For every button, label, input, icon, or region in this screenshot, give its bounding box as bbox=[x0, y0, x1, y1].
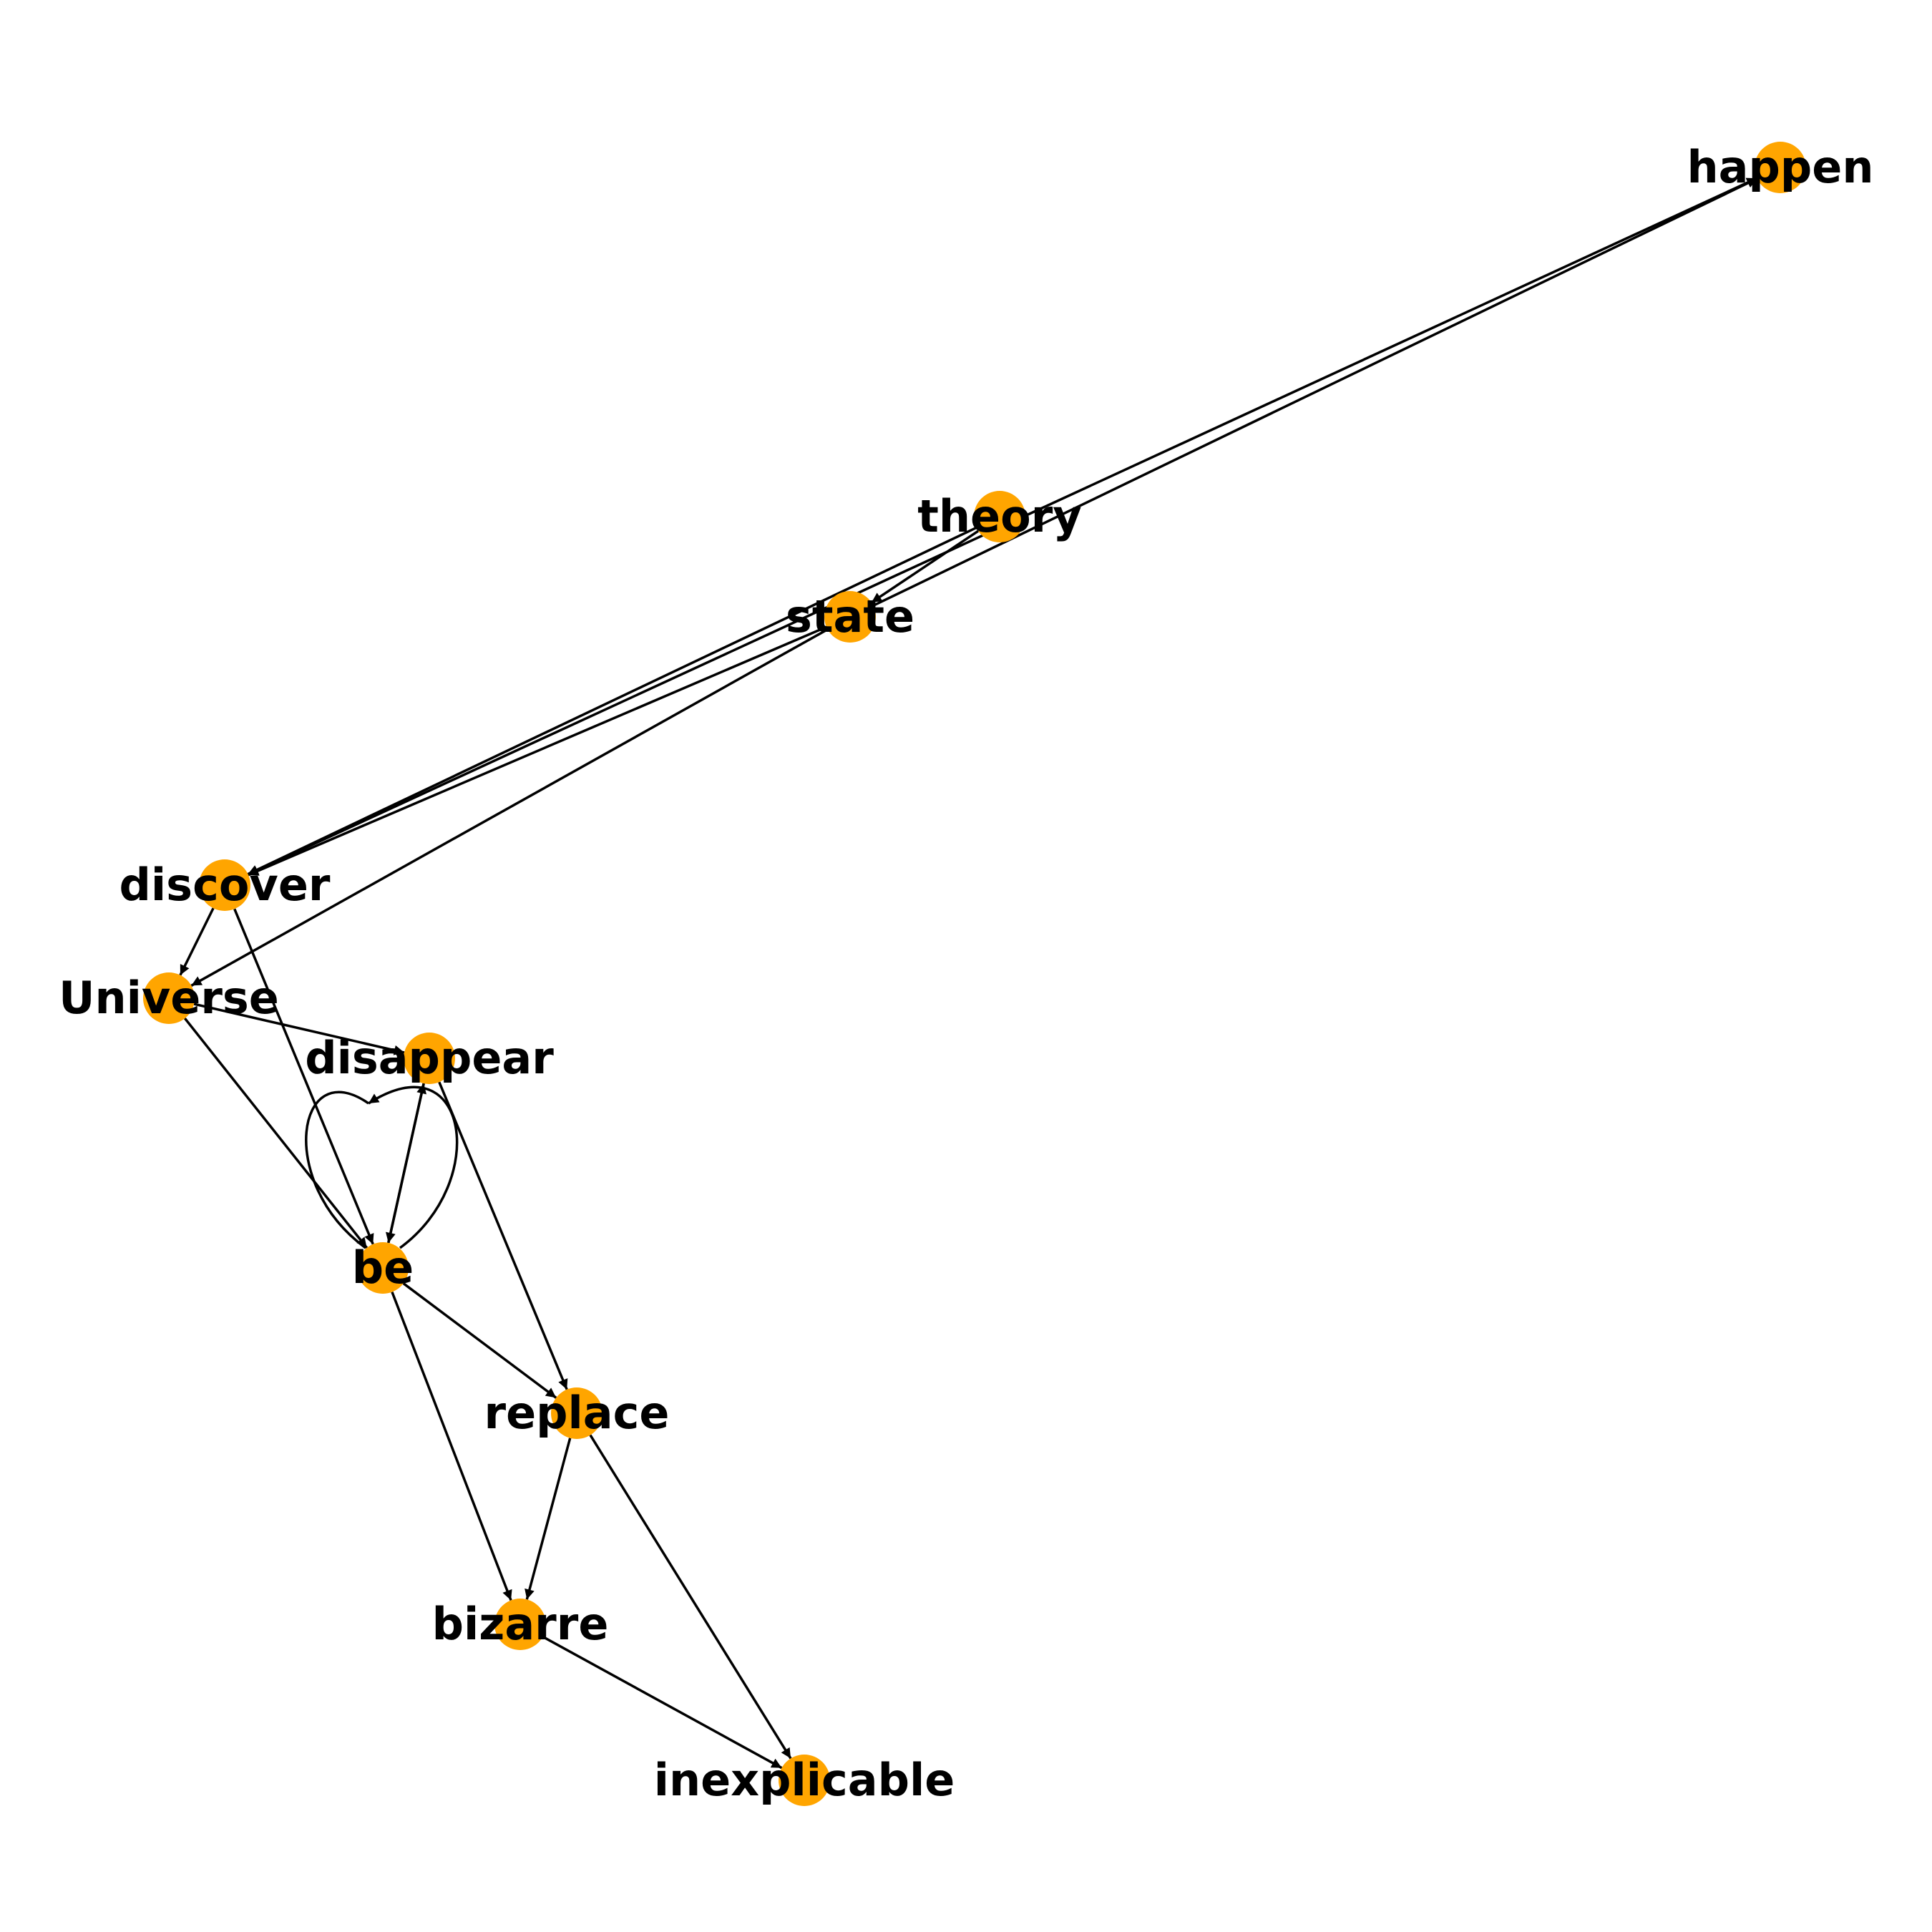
node-discover bbox=[199, 859, 250, 911]
edge-state-to-Universe bbox=[190, 628, 829, 987]
node-inexplicable bbox=[779, 1755, 830, 1806]
edge-Universe-to-disappear bbox=[193, 1002, 405, 1055]
edge-state-to-happen bbox=[872, 177, 1758, 607]
edge-be-to-replace bbox=[402, 1282, 557, 1399]
node-disappear bbox=[404, 1033, 455, 1084]
edge-be-to-disappear bbox=[387, 1083, 427, 1244]
edge-Universe-to-be bbox=[183, 1018, 369, 1249]
node-label-happen: happen bbox=[1687, 141, 1874, 193]
edge-theory-to-discover bbox=[247, 526, 977, 876]
edge-replace-to-inexplicable bbox=[589, 1434, 792, 1760]
edge-theory-to-state bbox=[870, 530, 980, 604]
edge-be-to-be bbox=[305, 1085, 459, 1249]
edge-disappear-to-replace bbox=[438, 1081, 568, 1390]
node-theory bbox=[974, 491, 1025, 542]
edges-layer bbox=[179, 177, 1758, 1770]
node-label-disappear: disappear bbox=[305, 1032, 554, 1084]
edge-replace-to-bizarre bbox=[525, 1438, 572, 1600]
node-be bbox=[357, 1242, 409, 1294]
edge-discover-to-Universe bbox=[179, 907, 215, 976]
node-label-discover: discover bbox=[119, 859, 331, 911]
edge-be-to-bizarre bbox=[391, 1291, 512, 1601]
node-label-bizarre: bizarre bbox=[432, 1598, 609, 1650]
edge-bizarre-to-inexplicable bbox=[542, 1635, 783, 1770]
node-state bbox=[824, 591, 876, 643]
node-label-theory: theory bbox=[917, 490, 1081, 542]
node-label-replace: replace bbox=[484, 1387, 670, 1439]
node-label-state: state bbox=[786, 590, 914, 643]
node-bizarre bbox=[494, 1599, 546, 1650]
nodes-layer bbox=[143, 142, 1806, 1806]
node-happen bbox=[1755, 142, 1806, 193]
node-replace bbox=[551, 1387, 602, 1439]
edge-state-to-discover bbox=[248, 625, 827, 877]
node-label-be: be bbox=[352, 1241, 414, 1294]
node-label-Universe: Universe bbox=[59, 972, 279, 1024]
edge-discover-to-be bbox=[233, 908, 374, 1245]
node-Universe bbox=[143, 972, 195, 1024]
node-label-inexplicable: inexplicable bbox=[654, 1754, 955, 1806]
